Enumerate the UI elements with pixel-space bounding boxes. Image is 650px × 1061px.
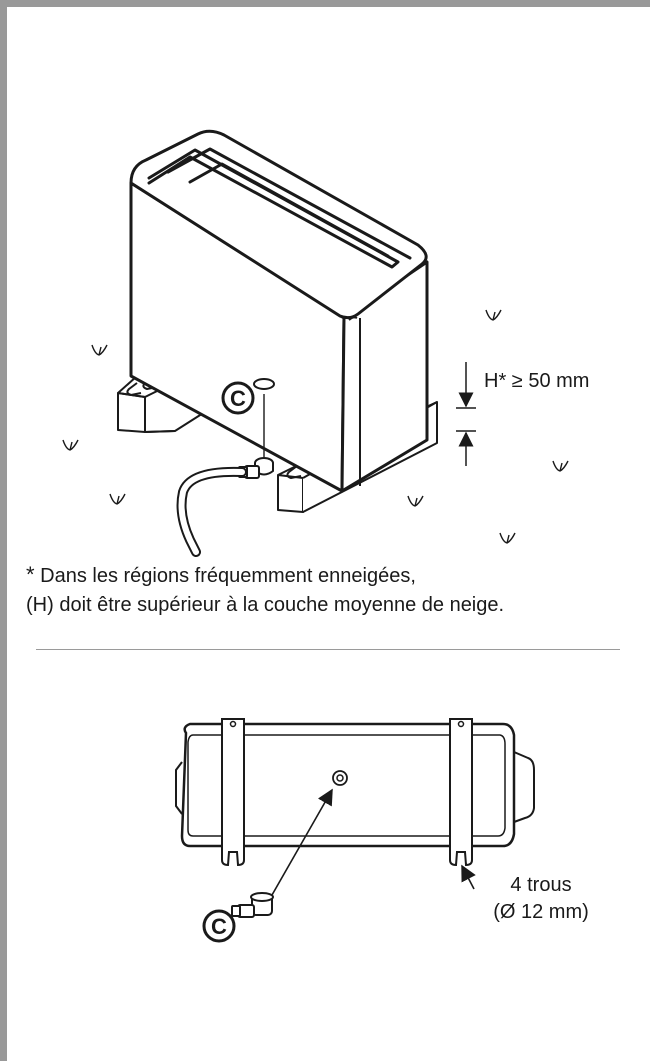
height-label: H* ≥ 50 mm bbox=[484, 370, 590, 392]
snow-note-line-2: (H) doit être supérieur à la couche moye… bbox=[26, 594, 505, 616]
frame-left-border bbox=[0, 0, 7, 1061]
grass-icons bbox=[62, 309, 569, 544]
snow-note: * Dans les régions fréquemment enneigées… bbox=[26, 560, 646, 620]
svg-text:C: C bbox=[211, 914, 227, 939]
holes-label-line-2: (Ø 12 mm) bbox=[493, 901, 589, 923]
note-line-1-text: Dans les régions fréquemment enneigées, bbox=[40, 565, 416, 587]
holes-label: 4 trous (Ø 12 mm) bbox=[466, 872, 616, 926]
section-divider bbox=[36, 649, 620, 650]
callout-c-top: C bbox=[221, 381, 255, 415]
frame-top-border bbox=[0, 0, 650, 7]
outdoor-unit-top-view bbox=[175, 718, 535, 918]
snow-note-line-1: * Dans les régions fréquemment enneigées… bbox=[26, 560, 646, 591]
holes-label-line-1: 4 trous bbox=[510, 874, 572, 896]
svg-text:C: C bbox=[230, 386, 246, 411]
outdoor-unit-3d bbox=[117, 129, 438, 557]
note-asterisk: * bbox=[26, 562, 35, 587]
callout-c-bottom: C bbox=[202, 909, 236, 943]
height-dimension bbox=[456, 362, 476, 466]
